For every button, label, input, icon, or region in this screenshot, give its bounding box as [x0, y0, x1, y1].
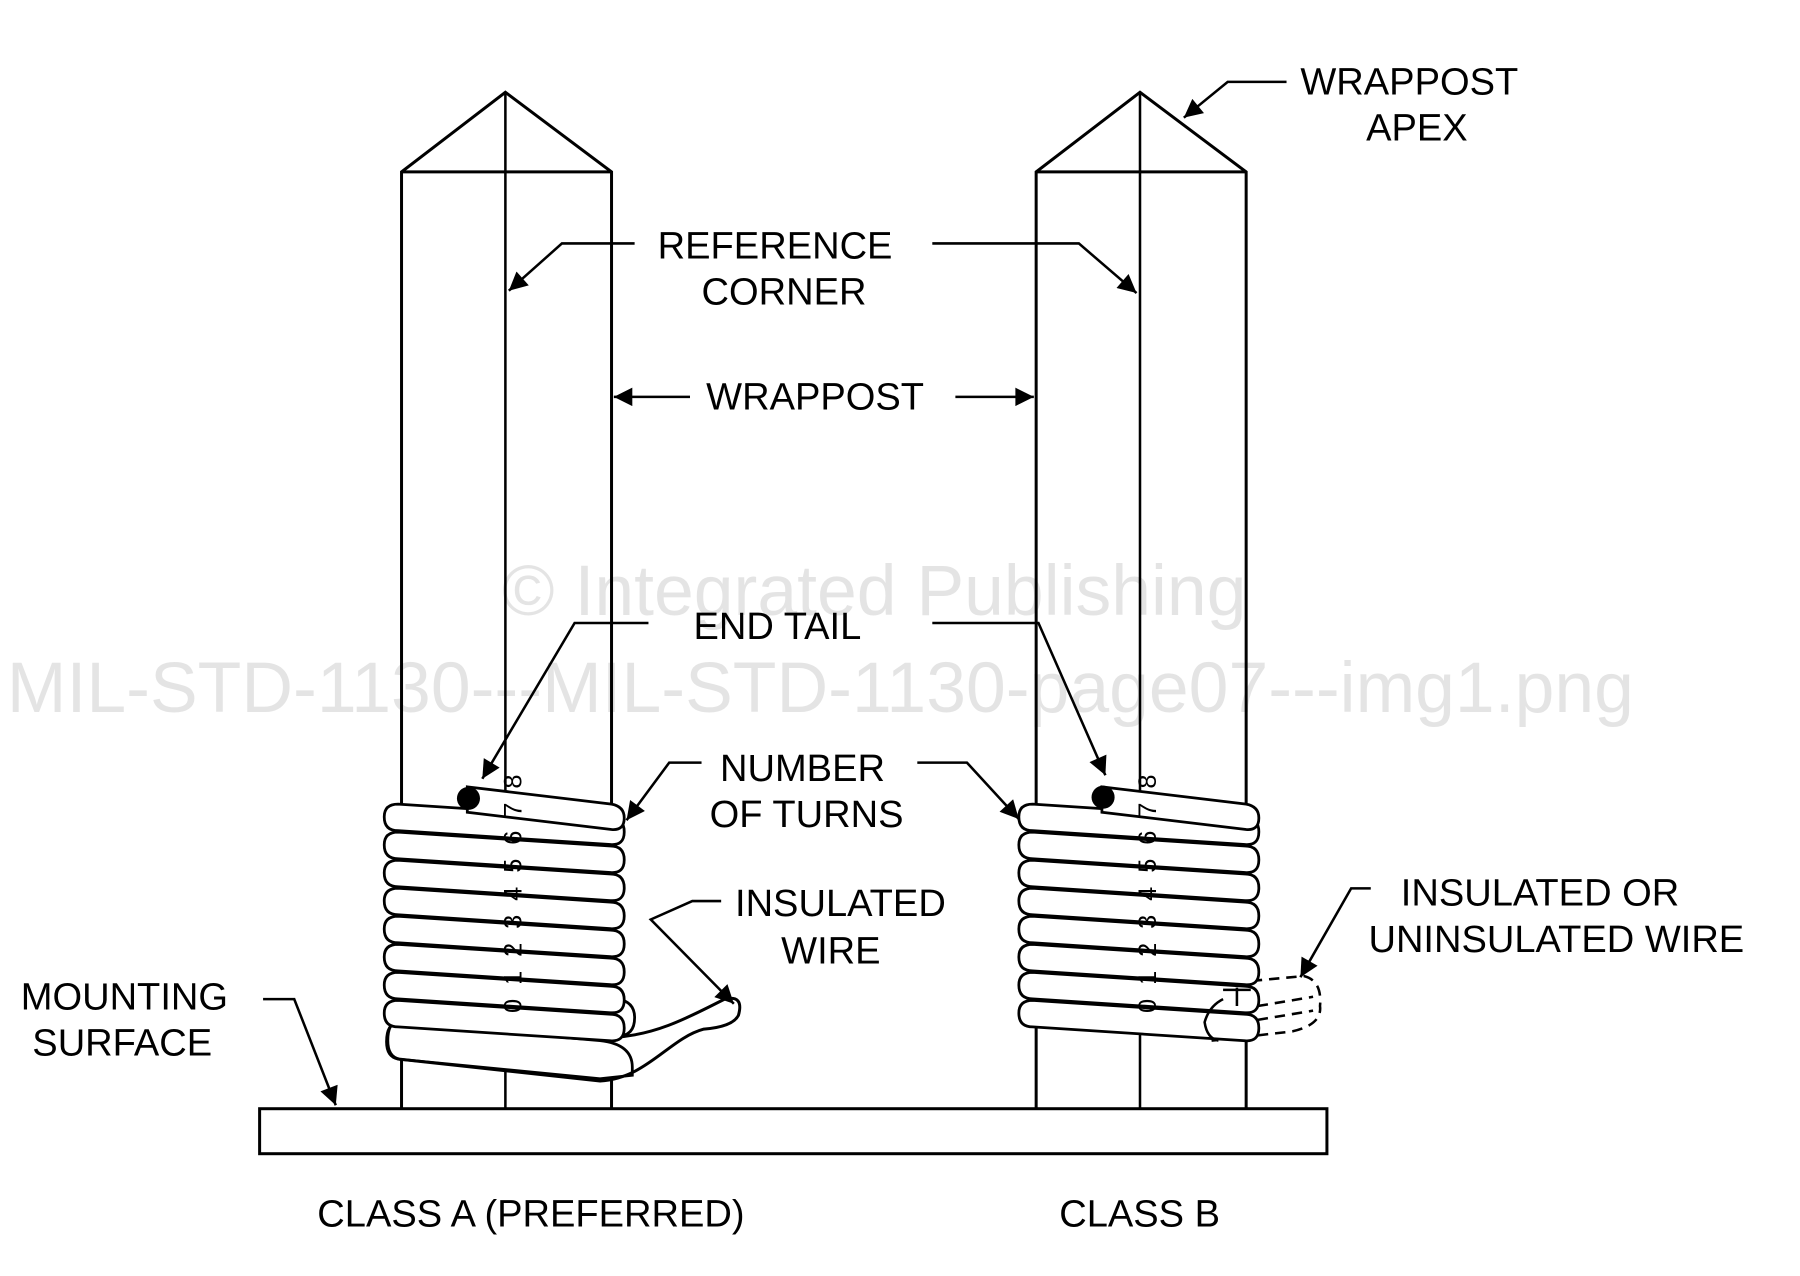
turn-number: 2	[1134, 943, 1162, 957]
label-wrappost-apex-line1: WRAPPOST	[1300, 62, 1518, 104]
label-end-tail: END TAIL	[693, 606, 861, 648]
coil-turn	[382, 970, 626, 1015]
turn-number: 3	[1134, 915, 1162, 929]
label-number-of-turns-line2: OF TURNS	[710, 794, 904, 836]
turn-number: 8	[1134, 775, 1162, 789]
label-insulated-wire-line2: WIRE	[781, 930, 880, 972]
coil-turn	[1017, 830, 1261, 874]
label-mounting-surface-line2: SURFACE	[32, 1023, 212, 1065]
turn-number: 7	[500, 803, 528, 817]
coil-turn	[1017, 886, 1261, 931]
label-reference-corner-line1: REFERENCE	[658, 225, 893, 267]
label-number-of-turns-line1: NUMBER	[720, 748, 885, 790]
label-class-a: CLASS A (PREFERRED)	[317, 1193, 744, 1235]
label-insulated-wire-line1: INSULATED	[735, 883, 946, 925]
turn-number: 0	[500, 999, 528, 1013]
coil-turn	[1017, 858, 1261, 903]
leader-lines	[263, 80, 1371, 1106]
coil-turn	[382, 858, 626, 903]
turn-numbers-class-a: 0 1 2 3 4 5 6 7 8	[500, 775, 528, 1013]
watermark-line2: MIL-STD-1130---MIL-STD-1130-page07---img…	[7, 648, 1634, 728]
watermark-line1: © Integrated Publishing	[502, 551, 1247, 631]
coil-turn	[382, 830, 626, 874]
turn-number: 6	[1134, 831, 1162, 845]
turn-number: 5	[500, 859, 528, 873]
coil-turn	[382, 914, 626, 959]
turn-number: 5	[1134, 859, 1162, 873]
label-class-b: CLASS B	[1059, 1193, 1220, 1235]
coil-turn	[1017, 970, 1261, 1015]
mounting-surface	[258, 1107, 1329, 1156]
label-wrappost: WRAPPOST	[706, 377, 924, 419]
coil-turn	[1017, 914, 1261, 959]
coil-turn	[1017, 998, 1261, 1043]
turn-number: 8	[500, 775, 528, 789]
label-insulated-or-uninsulated-line1: INSULATED OR	[1401, 873, 1679, 915]
turn-number: 2	[500, 943, 528, 957]
coil-turn	[382, 942, 626, 987]
label-mounting-surface-line1: MOUNTING	[21, 976, 228, 1018]
coil-class-b	[1017, 785, 1322, 1043]
coil-turn	[382, 998, 626, 1043]
coil-turn	[1017, 942, 1261, 987]
label-wrappost-apex-line2: APEX	[1366, 108, 1468, 150]
turn-number: 6	[500, 831, 528, 845]
turn-number: 0	[1134, 999, 1162, 1013]
turn-number: 4	[1134, 887, 1162, 901]
label-reference-corner-line2: CORNER	[702, 272, 867, 314]
turn-number: 4	[500, 887, 528, 901]
turn-number: 7	[1134, 803, 1162, 817]
turn-number: 1	[500, 971, 528, 985]
turn-numbers-class-b: 0 1 2 3 4 5 6 7 8	[1134, 775, 1162, 1013]
turn-number: 1	[1134, 971, 1162, 985]
coil-turn	[382, 886, 626, 931]
turn-number: 3	[500, 915, 528, 929]
label-insulated-or-uninsulated-line2: UNINSULATED WIRE	[1368, 919, 1744, 961]
coil-class-a	[382, 785, 742, 1083]
